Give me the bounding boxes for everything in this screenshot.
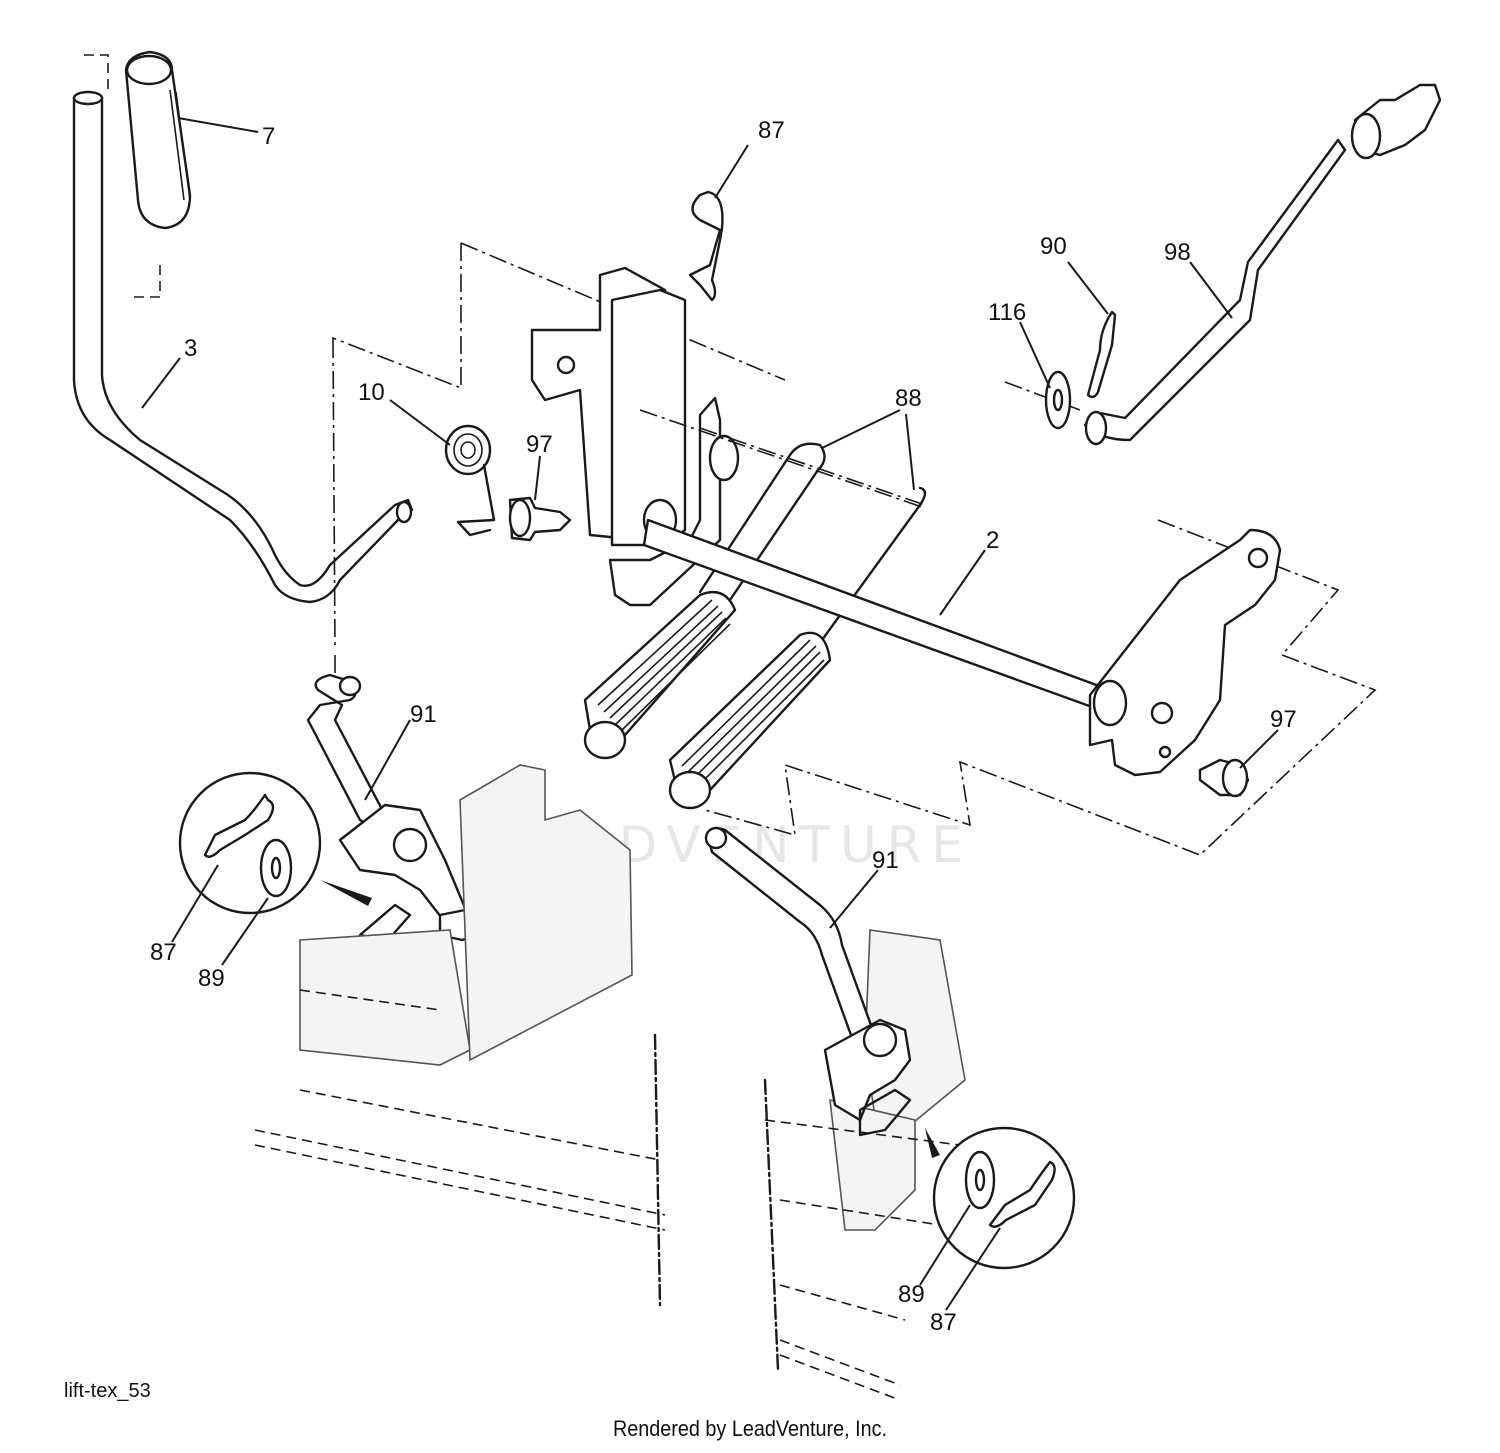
lift-link-part-91-right [704,826,912,1137]
callout-2: 2 [986,527,999,554]
mower-deck-left [254,764,666,1307]
detail-view-right [925,1126,1076,1270]
detail-view-left [178,771,372,915]
callout-89-left: 89 [198,965,225,992]
lift-arm-right [704,519,1377,856]
lift-bracket [332,242,786,651]
extension-spring-left [583,590,737,760]
lift-handle-part-3 [72,90,414,604]
callout-98: 98 [1164,239,1191,266]
cotter-pin-part-90 [1086,310,1117,399]
lift-link-part-91-left [306,655,482,942]
callout-91-left: 91 [410,701,437,728]
spring-rods-part-88 [639,409,927,642]
callout-87-right: 87 [930,1309,957,1336]
torsion-spring-part-10 [444,424,496,537]
extension-spring-right [668,631,832,810]
callout-10: 10 [358,379,385,406]
callout-97-right: 97 [1270,706,1297,733]
bolt-part-97-left [508,496,572,542]
handle-grip-part-7 [84,50,192,298]
callout-91-right: 91 [872,847,899,874]
callouts: 7 87 90 98 116 3 10 97 88 2 91 97 91 87 … [150,117,1297,1336]
drawing-id-label: lift-tex_53 [64,1380,151,1402]
callout-116: 116 [988,299,1026,326]
mower-deck-right [763,929,966,1401]
callout-7: 7 [262,123,275,150]
rod-part-98 [1083,83,1442,446]
callout-87-left: 87 [150,939,177,966]
callout-97-left: 97 [526,431,553,458]
callout-3: 3 [184,335,197,362]
callout-90: 90 [1040,233,1067,260]
leader-lines [141,117,1279,1311]
hairpin-clip-part-87-top [688,190,724,302]
callout-89-right: 89 [898,1281,925,1308]
bolt-part-97-right [1198,758,1250,798]
render-credit: Rendered by LeadVenture, Inc. [612,1416,888,1441]
washer-part-116 [1004,370,1081,430]
callout-87-top: 87 [758,117,785,144]
callout-88: 88 [895,385,922,412]
